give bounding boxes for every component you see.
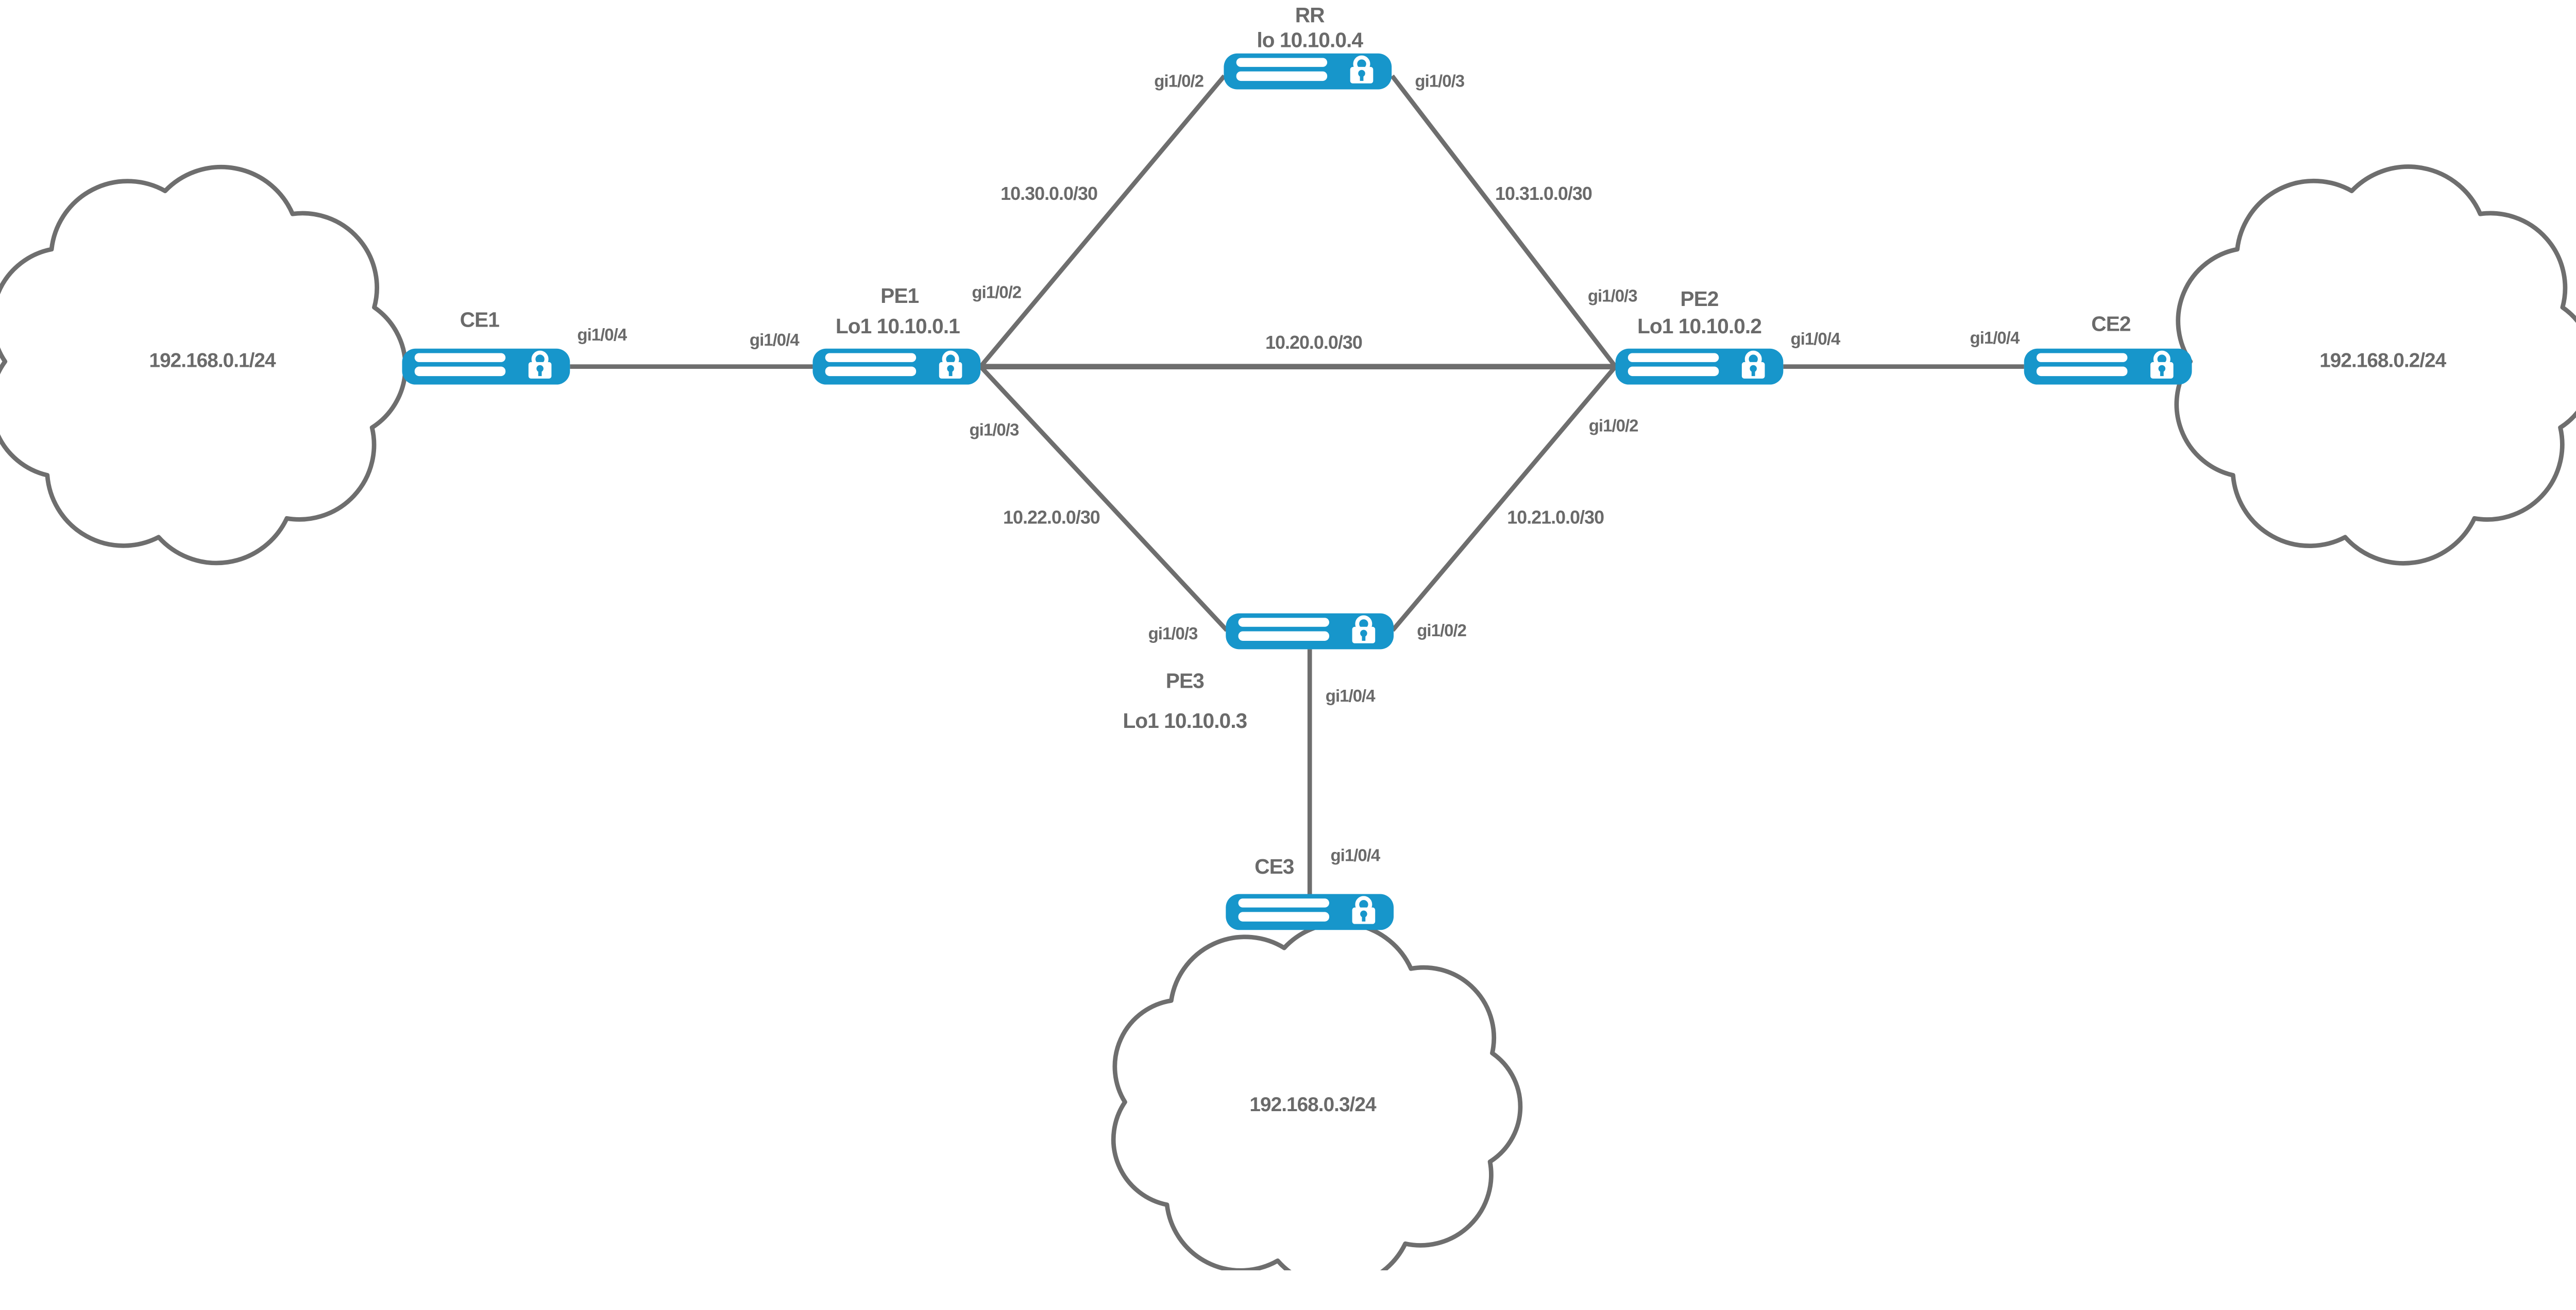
- clouds-layer: 192.168.0.1/24 192.168.0.2/24 192.168.0.3/…: [0, 164, 2576, 1270]
- node-label-rr: RR: [1295, 3, 1325, 27]
- lock-icon: [1350, 55, 1374, 83]
- interface-label-pe3: gi1/0/2: [1417, 621, 1466, 640]
- router-port-bar: [1238, 631, 1329, 641]
- router-port-bar: [1628, 366, 1719, 377]
- interface-label-ce2: gi1/0/4: [1970, 328, 2020, 347]
- lock-keyhole: [2160, 369, 2164, 377]
- subnet-label: 10.20.0.0/30: [1265, 332, 1362, 353]
- cloud-right-subnet-label: 192.168.0.2/24: [2319, 350, 2447, 372]
- links-layer: [570, 74, 2024, 894]
- lock-icon: [1352, 896, 1376, 924]
- router-port-bar: [1238, 898, 1329, 908]
- router-port-bar: [1628, 353, 1719, 362]
- lock-keyhole: [948, 369, 953, 377]
- interface-label-pe1: gi1/0/2: [972, 283, 1021, 302]
- subnet-label: 10.22.0.0/30: [1003, 507, 1100, 528]
- interface-label-pe3: gi1/0/4: [1326, 686, 1376, 705]
- node-CE3[interactable]: CE3: [1226, 855, 1394, 930]
- node-CE1[interactable]: CE1: [402, 308, 570, 385]
- router-port-bar: [414, 366, 506, 377]
- link-pe2-pe3: [1391, 365, 1617, 632]
- lock-keyhole: [1360, 74, 1364, 81]
- lock-keyhole: [1362, 634, 1366, 641]
- router-port-bar: [2036, 366, 2128, 377]
- node-CE2[interactable]: CE2: [2024, 312, 2192, 385]
- lock-icon: [2150, 350, 2174, 379]
- router-port-bar: [2036, 353, 2128, 362]
- router-port-bar: [825, 353, 917, 362]
- node-label-ce2: CE2: [2091, 312, 2131, 335]
- lock-keyhole: [538, 369, 542, 377]
- router-port-bar: [1236, 58, 1328, 67]
- interface-label-pe3: gi1/0/3: [1148, 624, 1198, 643]
- interface-label-rr: gi1/0/3: [1415, 72, 1464, 91]
- interface-label-rr: gi1/0/2: [1154, 72, 1204, 91]
- interface-label-ce1: gi1/0/4: [577, 325, 627, 344]
- node-label-pe1: PE1: [880, 284, 919, 308]
- router-port-bar: [414, 353, 506, 362]
- link-rr-pe2: [1390, 74, 1618, 368]
- router-port-bar: [825, 366, 917, 377]
- node-label-pe3: PE3: [1166, 669, 1204, 693]
- node-label-pe2: PE2: [1680, 287, 1718, 311]
- lock-icon: [528, 350, 552, 379]
- node-label-pe3: Lo1 10.10.0.3: [1123, 709, 1247, 733]
- subnet-label: 10.21.0.0/30: [1507, 507, 1604, 528]
- node-label-ce3: CE3: [1255, 855, 1294, 878]
- cloud-bottom-shape[interactable]: [1111, 921, 1523, 1270]
- interface-label-pe2: gi1/0/4: [1790, 329, 1840, 348]
- interface-label-pe1: gi1/0/3: [970, 420, 1019, 439]
- interface-label-pe1: gi1/0/4: [750, 330, 800, 349]
- router-port-bar: [1238, 912, 1329, 922]
- lock-icon: [1741, 350, 1765, 379]
- interface-label-pe2: gi1/0/2: [1589, 416, 1638, 435]
- node-label-rr: lo 10.10.0.4: [1257, 28, 1363, 52]
- cloud-left[interactable]: 192.168.0.1/24: [0, 164, 408, 566]
- topology-canvas: 192.168.0.1/24 192.168.0.2/24 192.168.0.3/…: [0, 3, 2576, 1270]
- subnet-label: 10.30.0.0/30: [1001, 183, 1097, 204]
- cloud-bottom[interactable]: 192.168.0.3/24: [1111, 921, 1523, 1270]
- lock-icon: [939, 350, 962, 379]
- cloud-right-shape[interactable]: [2174, 164, 2576, 566]
- cloud-bottom-subnet-label: 192.168.0.3/24: [1249, 1094, 1377, 1116]
- node-label-pe2: Lo1 10.10.0.2: [1637, 314, 1761, 338]
- cloud-right[interactable]: 192.168.0.2/24: [2174, 164, 2576, 566]
- link-pe1-rr: [978, 74, 1226, 368]
- node-label-ce1: CE1: [460, 308, 500, 332]
- node-label-pe1: Lo1 10.10.0.1: [836, 314, 960, 338]
- labels-layer: 10.30.0.0/30 10.31.0.0/30 10.20.0.0/30 10.2…: [577, 72, 2021, 865]
- cloud-left-subnet-label: 192.168.0.1/24: [149, 350, 277, 372]
- lock-keyhole: [1362, 915, 1366, 922]
- lock-icon: [1352, 615, 1376, 643]
- interface-label-ce3: gi1/0/4: [1331, 845, 1381, 864]
- router-port-bar: [1238, 618, 1329, 627]
- subnet-label: 10.31.0.0/30: [1495, 183, 1592, 204]
- cloud-left-shape[interactable]: [0, 164, 408, 566]
- router-port-bar: [1236, 71, 1328, 81]
- interface-label-pe2: gi1/0/3: [1588, 286, 1637, 305]
- link-pe1-pe3: [979, 365, 1229, 632]
- lock-keyhole: [1751, 369, 1755, 377]
